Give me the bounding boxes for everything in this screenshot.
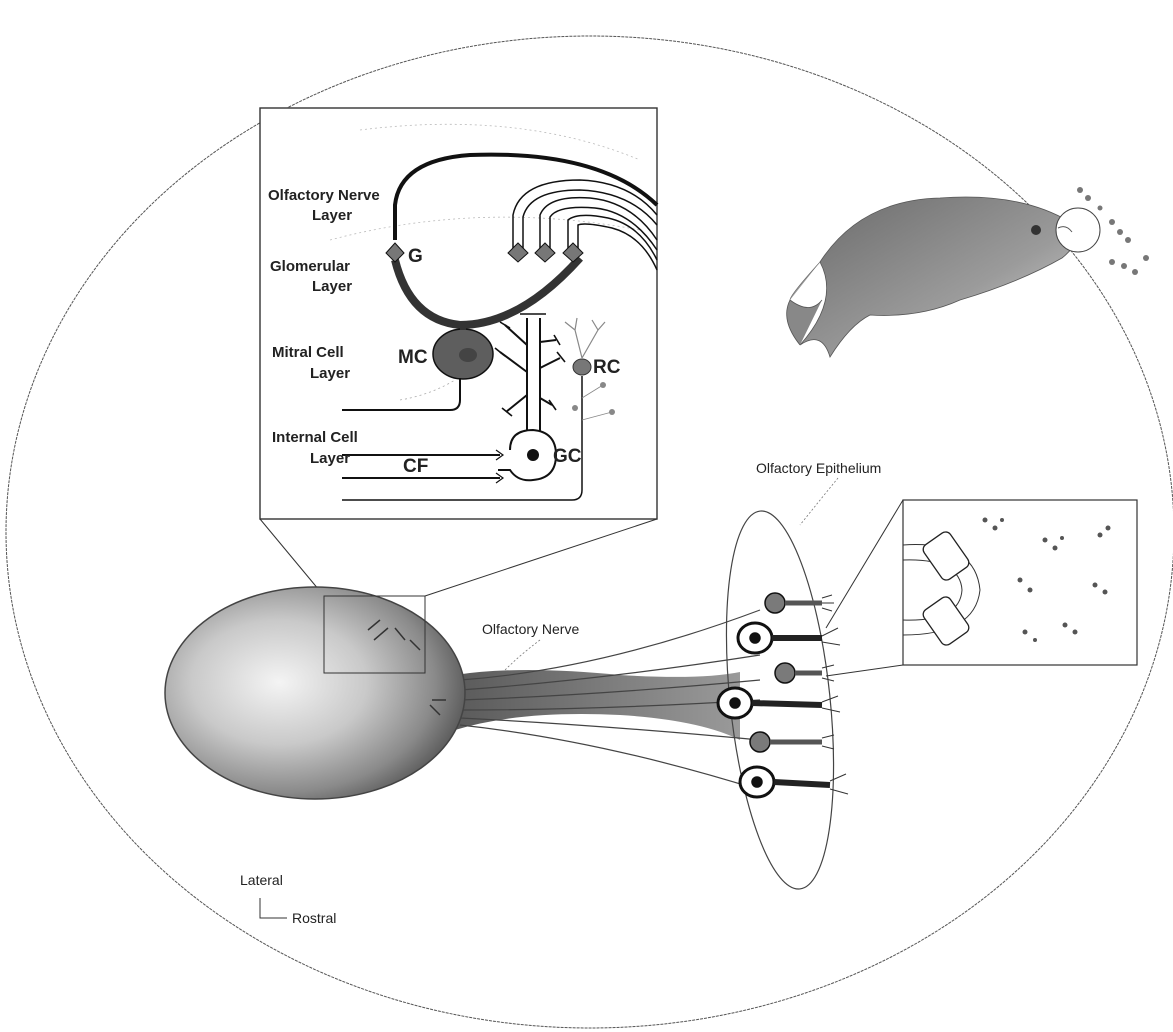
glomerular-layer-line2: Layer [312, 278, 352, 295]
fish-illustration [787, 187, 1149, 357]
internal-cell-layer-line1: Internal Cell [272, 429, 358, 446]
glomerular-layer-line1: Glomerular [270, 258, 350, 275]
olfactory-nerve-layer-line1: Olfactory Nerve [268, 187, 380, 204]
olfactory-nerve-layer-line2: Layer [312, 207, 352, 224]
lateral-label: Lateral [240, 872, 283, 888]
olfactory-epithelium-label: Olfactory Epithelium [756, 460, 881, 476]
receptor-neurons [718, 593, 830, 797]
bulb-layers-inset: Olfactory Nerve Layer Glomerular Layer M… [260, 108, 657, 596]
olfactory-bulb [165, 587, 760, 799]
mitral-cell-label: MC [398, 347, 428, 368]
receptor-zoom-inset [826, 500, 1137, 676]
rostral-label: Rostral [292, 910, 336, 926]
glomerulus-label: G [408, 246, 423, 267]
ruffed-cell-label: RC [593, 357, 621, 378]
centrifugal-fiber-label: CF [403, 456, 428, 477]
mitral-cell-layer-line2: Layer [310, 365, 350, 382]
olfactory-nerve-label: Olfactory Nerve [482, 621, 579, 637]
internal-cell-layer-line2: Layer [310, 450, 350, 467]
granule-cell-label: GC [553, 446, 582, 467]
olfactory-epithelium [710, 506, 849, 894]
mitral-cell-layer-line1: Mitral Cell [272, 344, 344, 361]
orientation-key: Lateral Rostral [240, 872, 336, 926]
